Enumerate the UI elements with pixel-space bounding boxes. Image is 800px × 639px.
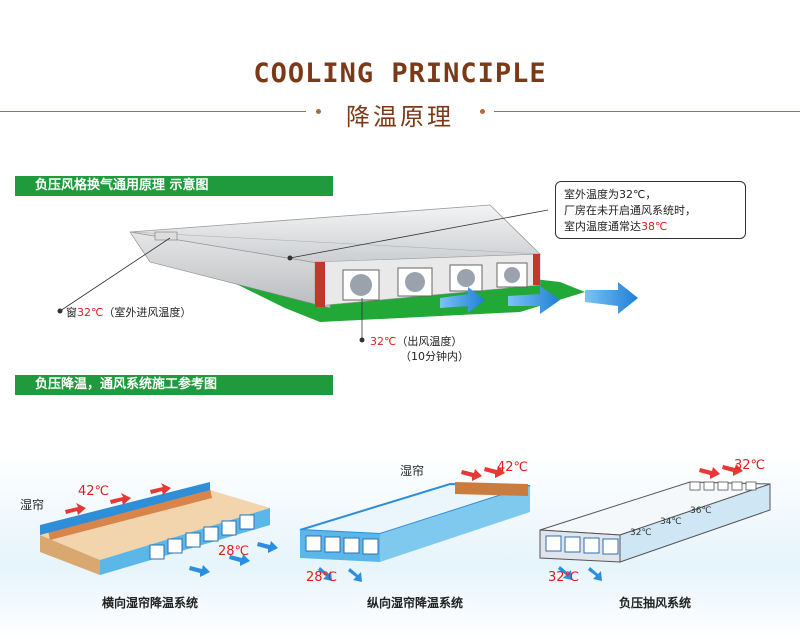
inlet-temp-value: 32℃ [77, 306, 104, 319]
outlet-temp-value: 32℃ [370, 335, 397, 348]
title-divider-left [0, 111, 306, 112]
temp-in-2: 42℃ [497, 460, 529, 475]
section-banner-principle: 负压风格换气通用原理 示意图 [15, 176, 333, 196]
diagram-cross-pad [40, 482, 278, 577]
title-dot-right [480, 109, 485, 114]
temp-out-1: 28℃ [218, 544, 250, 559]
title-dot-left [316, 109, 321, 114]
diagram-negative-pressure [539, 464, 771, 581]
caption-cross-pad: 横向湿帘降温系统 [101, 596, 198, 610]
gradient-temp-2: 34℃ [660, 517, 682, 527]
diagram-longitudinal-pad [299, 466, 531, 582]
window-inlet-label: 窗32℃（室外进风温度） [66, 306, 192, 319]
outlet-temp-label: 32℃（出风温度） （10分钟内） [370, 335, 469, 363]
pad-label-2: 湿帘 [400, 464, 425, 478]
temp-out-2: 28℃ [306, 570, 338, 585]
gradient-temp-1: 32℃ [630, 528, 652, 538]
exhaust-fans [342, 262, 528, 301]
callout-line-3: 室内温度通常达38℃ [564, 220, 668, 233]
section-banner-construction: 负压降温，通风系统施工参考图 [15, 375, 333, 395]
callout-line-2: 厂房在未开启通风系统时， [564, 204, 696, 217]
gradient-temp-3: 36℃ [690, 506, 712, 516]
page-title-cn: 降温原理 [346, 103, 454, 131]
pad-label-1: 湿帘 [20, 498, 45, 512]
building-ventilation-illustration [57, 204, 638, 343]
caption-longitudinal-pad: 纵向湿帘降温系统 [366, 596, 463, 610]
airflow-arrows [440, 282, 638, 314]
title-divider-right [494, 111, 800, 112]
caption-negative-pressure: 负压抽风系统 [618, 596, 691, 610]
page-title-en: COOLING PRINCIPLE [253, 58, 547, 89]
temp-out-3: 32℃ [548, 570, 580, 585]
indoor-temp-value: 38℃ [641, 220, 668, 233]
temp-in-1: 42℃ [78, 484, 110, 499]
temp-in-3: 32℃ [734, 458, 766, 473]
indoor-temperature-callout: 室外温度为32℃， 厂房在未开启通风系统时， 室内温度通常达38℃ [555, 181, 746, 239]
callout-line-1: 室外温度为32℃， [564, 188, 657, 201]
